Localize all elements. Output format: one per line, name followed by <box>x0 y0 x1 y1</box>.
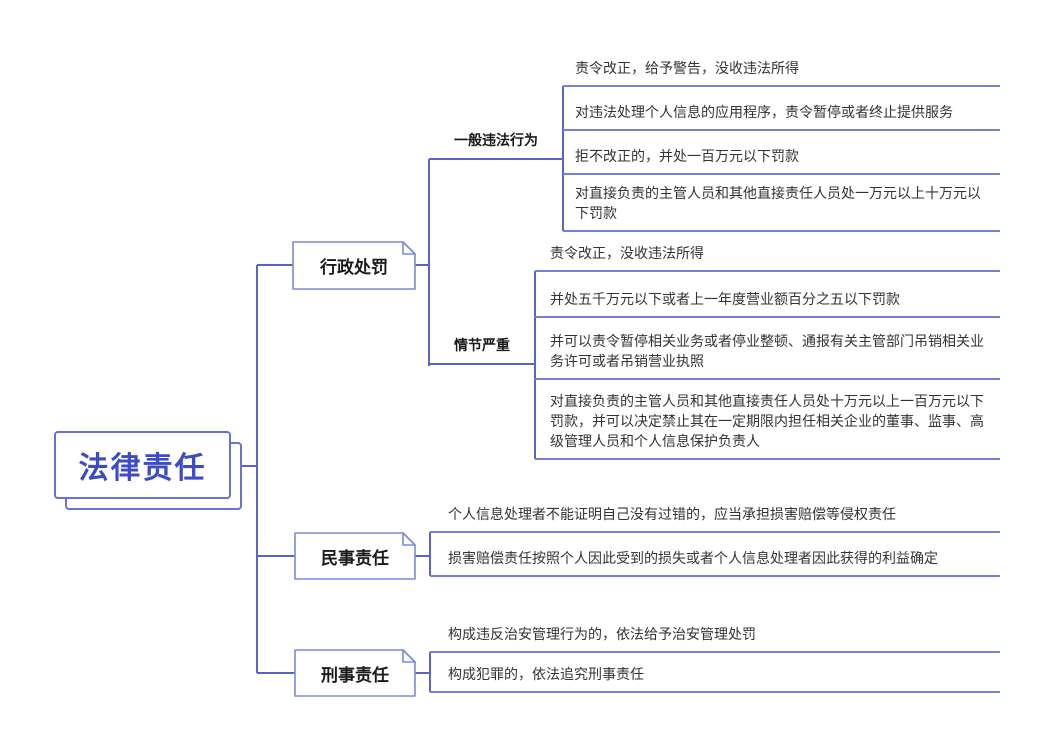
node-civil-liability[interactable]: 民事责任 <box>295 533 415 579</box>
leaf-node[interactable]: 拒不改正的，并处一百万元以下罚款 <box>563 145 1000 175</box>
leaf-node[interactable]: 责令改正，给予警告，没收违法所得 <box>563 57 1000 87</box>
node-admin-penalty-label: 行政处罚 <box>320 258 388 277</box>
leaf-text: 责令改正，没收违法所得 <box>550 245 704 261</box>
node-admin-penalty[interactable]: 行政处罚 <box>293 242 415 289</box>
leaf-node[interactable]: 对违法处理个人信息的应用程序，责令暂停或者终止提供服务 <box>563 101 1000 131</box>
leaf-text: 个人信息处理者不能证明自己没有过错的，应当承担损害赔偿等侵权责任 <box>448 506 896 522</box>
leaf-text: 构成犯罪的，依法追究刑事责任 <box>448 666 644 682</box>
leaf-text: 并可以责令暂停相关业务或者停业整顿、通报有关主管部门吊销相关业务许可或者吊销营业… <box>550 333 984 369</box>
node-criminal-liability-label: 刑事责任 <box>321 665 389 685</box>
leaf-node[interactable]: 构成违反治安管理行为的，依法给予治安管理处罚 <box>430 623 1000 653</box>
node-serious-circumstance-label: 情节严重 <box>454 337 510 353</box>
leaf-text: 责令改正，给予警告，没收违法所得 <box>575 60 799 76</box>
leaf-node[interactable]: 个人信息处理者不能证明自己没有过错的，应当承担损害赔偿等侵权责任 <box>430 503 1000 533</box>
node-serious-circumstance[interactable]: 情节严重 <box>429 335 535 365</box>
leaf-text: 并处五千万元以下或者上一年度营业额百分之五以下罚款 <box>550 291 900 307</box>
leaf-text: 拒不改正的，并处一百万元以下罚款 <box>575 148 799 164</box>
node-civil-liability-label: 民事责任 <box>321 548 389 568</box>
leaf-text: 损害赔偿责任按照个人因此受到的损失或者个人信息处理者因此获得的利益确定 <box>448 550 938 566</box>
leaf-text: 对直接负责的主管人员和其他直接责任人员处一万元以上十万元以下罚款 <box>575 185 981 221</box>
leaf-node[interactable]: 并可以责令暂停相关业务或者停业整顿、通报有关主管部门吊销相关业务许可或者吊销营业… <box>535 330 1000 380</box>
leaf-node[interactable]: 损害赔偿责任按照个人因此受到的损失或者个人信息处理者因此获得的利益确定 <box>430 547 1000 577</box>
leaf-text: 对直接负责的主管人员和其他直接责任人员处十万元以上一百万元以下罚款，并可以决定禁… <box>550 393 984 449</box>
connector-lines <box>241 86 564 692</box>
leaf-node[interactable]: 责令改正，没收违法所得 <box>535 242 1000 272</box>
node-general-violation[interactable]: 一般违法行为 <box>429 130 563 160</box>
leaf-text: 构成违反治安管理行为的，依法给予治安管理处罚 <box>448 626 756 642</box>
leaf-node[interactable]: 构成犯罪的，依法追究刑事责任 <box>430 663 1000 693</box>
leaf-node[interactable]: 对直接负责的主管人员和其他直接责任人员处一万元以上十万元以下罚款 <box>563 182 1000 232</box>
root-node-label: 法律责任 <box>78 452 207 485</box>
leaf-node[interactable]: 对直接负责的主管人员和其他直接责任人员处十万元以上一百万元以下罚款，并可以决定禁… <box>535 390 1000 460</box>
leaf-text: 对违法处理个人信息的应用程序，责令暂停或者终止提供服务 <box>575 104 953 120</box>
node-general-violation-label: 一般违法行为 <box>454 132 538 148</box>
leaf-node[interactable]: 并处五千万元以下或者上一年度营业额百分之五以下罚款 <box>535 288 1000 318</box>
root-node[interactable]: 法律责任 <box>55 432 230 498</box>
node-criminal-liability[interactable]: 刑事责任 <box>295 650 415 696</box>
